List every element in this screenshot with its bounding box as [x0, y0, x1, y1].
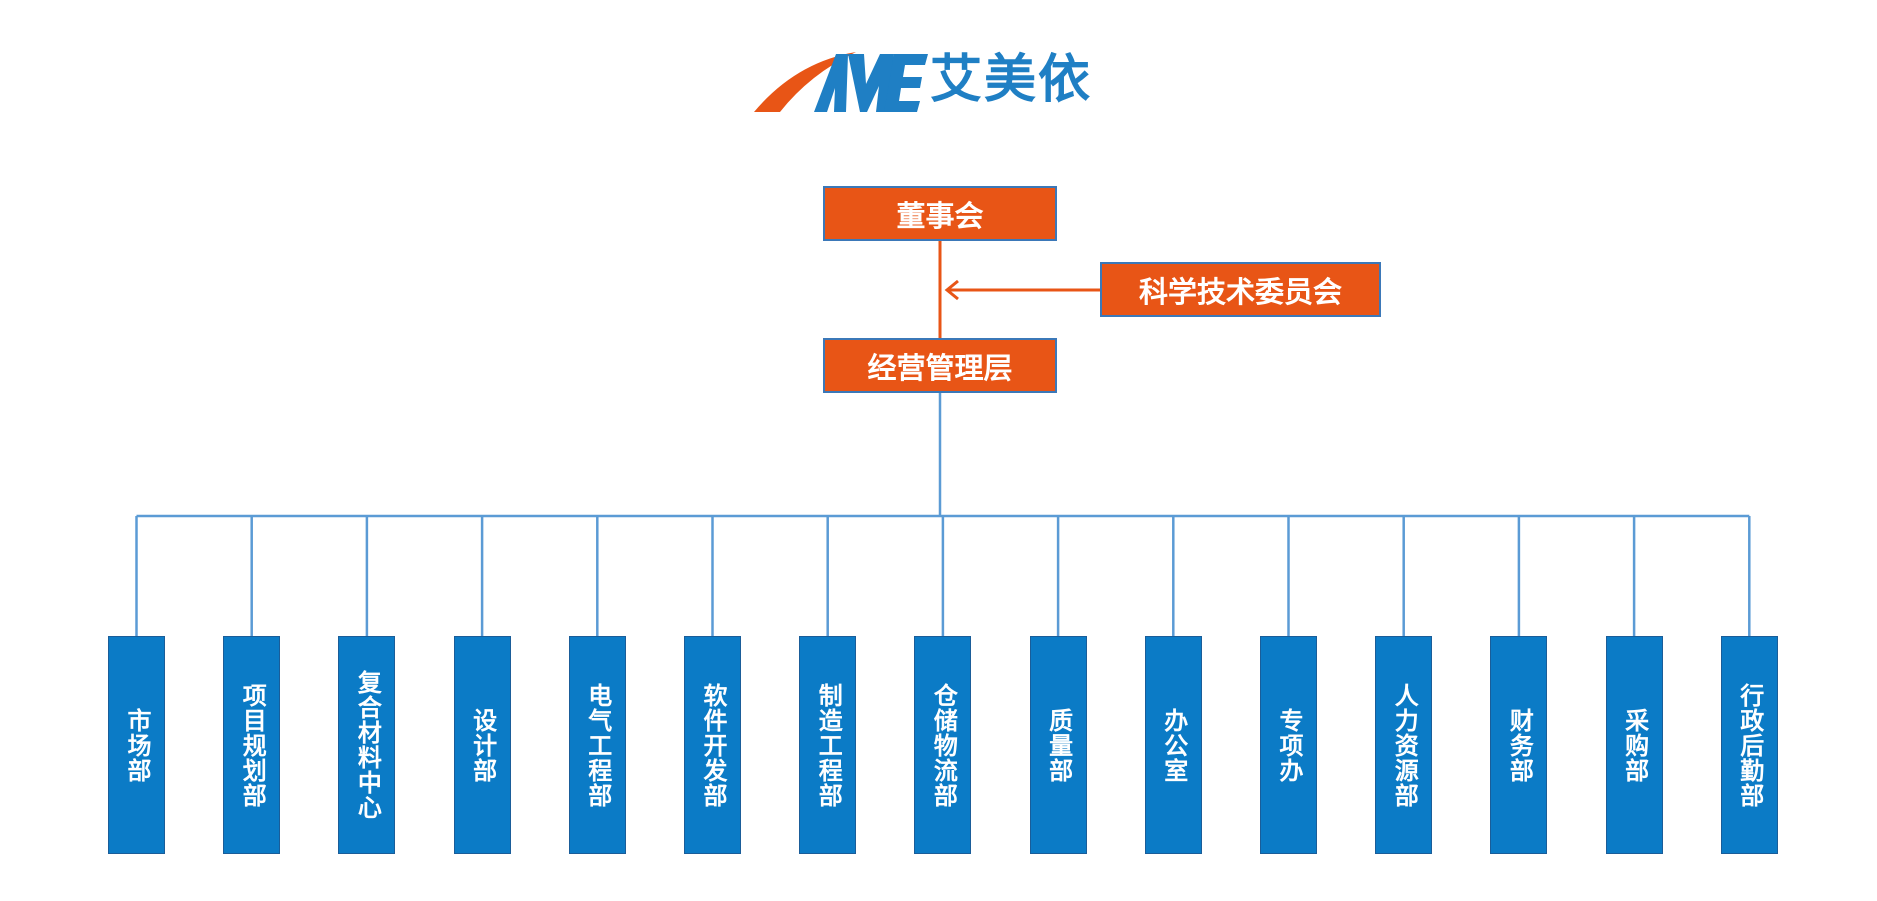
department-box: 仓储物流部: [914, 636, 972, 854]
committee-box: 科学技术委员会: [1100, 262, 1381, 317]
department-box: 设计部: [453, 636, 511, 854]
arrow-head-icon: [944, 279, 959, 301]
ame-logo-mark-icon: [754, 52, 928, 112]
department-box: 办公室: [1144, 636, 1202, 854]
department-box: 电气工程部: [568, 636, 626, 854]
department-box: 质量部: [1029, 636, 1087, 854]
department-box: 专项办: [1260, 636, 1317, 854]
company-logo: 艾美依: [748, 44, 1128, 120]
department-box: 行政后勤部: [1720, 636, 1778, 854]
department-box: 制造工程部: [799, 636, 857, 854]
department-box: 市场部: [108, 636, 165, 854]
department-box: 项目规划部: [223, 636, 281, 854]
department-box: 采购部: [1605, 636, 1663, 854]
management-box: 经营管理层: [823, 338, 1057, 393]
department-box: 软件开发部: [684, 636, 741, 854]
department-box: 财务部: [1490, 636, 1548, 854]
logo-text: 艾美依: [930, 50, 1093, 110]
department-box: 复合材料中心: [338, 636, 396, 854]
board-box: 董事会: [823, 186, 1057, 241]
department-box: 人力资源部: [1375, 636, 1433, 854]
